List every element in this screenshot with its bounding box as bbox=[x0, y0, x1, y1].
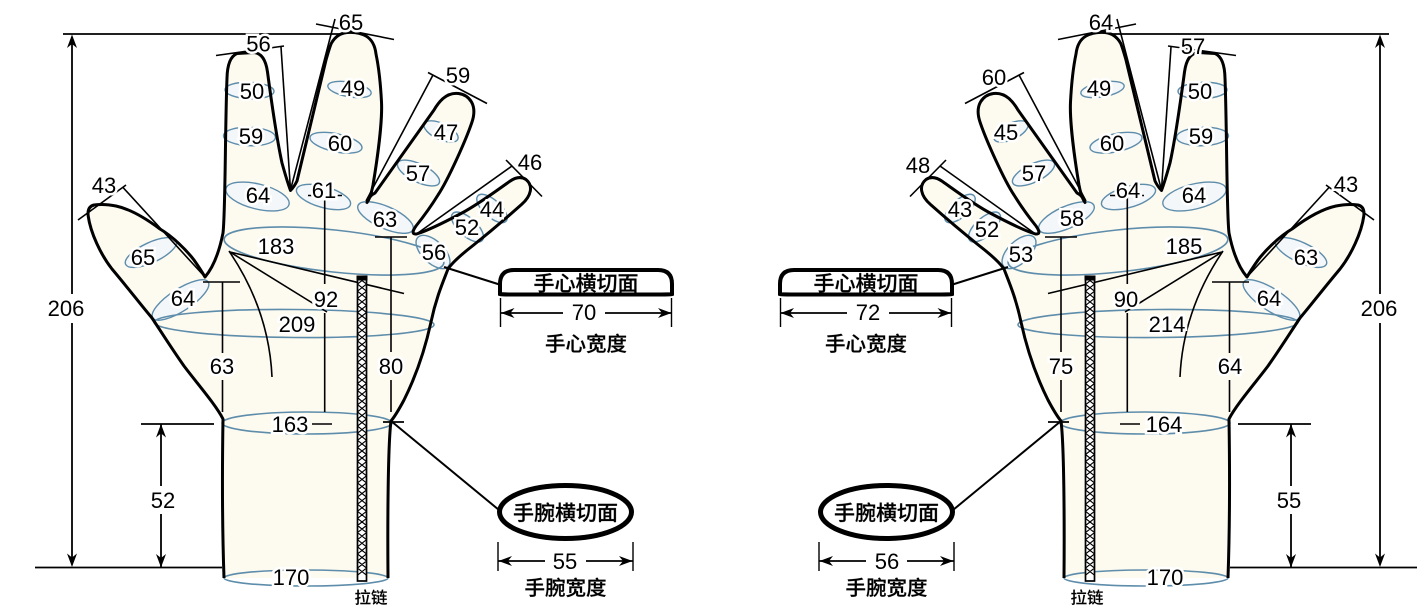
svg-text:164: 164 bbox=[1146, 412, 1183, 437]
svg-text:57: 57 bbox=[1022, 161, 1046, 186]
svg-text:48: 48 bbox=[906, 153, 930, 178]
svg-text:43: 43 bbox=[92, 173, 116, 198]
svg-text:53: 53 bbox=[1009, 242, 1033, 267]
svg-text:75: 75 bbox=[1049, 354, 1073, 379]
svg-text:52: 52 bbox=[455, 215, 479, 240]
svg-text:64: 64 bbox=[246, 183, 270, 208]
svg-text:56: 56 bbox=[422, 240, 446, 265]
svg-text:65: 65 bbox=[339, 10, 363, 35]
svg-text:46: 46 bbox=[518, 150, 542, 175]
svg-text:64: 64 bbox=[1218, 354, 1242, 379]
svg-text:92: 92 bbox=[314, 287, 338, 312]
svg-text:60: 60 bbox=[328, 131, 352, 156]
svg-text:64: 64 bbox=[171, 286, 195, 311]
svg-text:214: 214 bbox=[1149, 312, 1186, 337]
svg-text:52: 52 bbox=[151, 488, 175, 513]
svg-text:183: 183 bbox=[258, 234, 295, 259]
svg-text:56: 56 bbox=[246, 31, 270, 56]
svg-text:60: 60 bbox=[1100, 131, 1124, 156]
svg-text:52: 52 bbox=[975, 217, 999, 242]
svg-text:206: 206 bbox=[1361, 296, 1398, 321]
svg-text:64: 64 bbox=[1257, 286, 1281, 311]
svg-text:50: 50 bbox=[1188, 79, 1212, 104]
svg-text:185: 185 bbox=[1166, 234, 1203, 259]
svg-text:49: 49 bbox=[1087, 76, 1111, 101]
svg-text:56: 56 bbox=[875, 549, 899, 574]
svg-text:63: 63 bbox=[373, 207, 397, 232]
svg-text:55: 55 bbox=[553, 549, 577, 574]
svg-text:45: 45 bbox=[994, 120, 1018, 145]
svg-text:170: 170 bbox=[273, 565, 310, 590]
svg-text:65: 65 bbox=[131, 245, 155, 270]
svg-text:70: 70 bbox=[572, 300, 596, 325]
svg-text:50: 50 bbox=[240, 79, 264, 104]
svg-text:209: 209 bbox=[279, 312, 316, 337]
svg-text:80: 80 bbox=[379, 354, 403, 379]
svg-text:63: 63 bbox=[210, 354, 234, 379]
svg-text:64: 64 bbox=[1182, 183, 1206, 208]
svg-text:60: 60 bbox=[982, 65, 1006, 90]
svg-text:61: 61 bbox=[312, 178, 336, 203]
svg-text:57: 57 bbox=[406, 161, 430, 186]
svg-text:90: 90 bbox=[1114, 287, 1138, 312]
svg-text:206: 206 bbox=[48, 296, 85, 321]
svg-text:72: 72 bbox=[856, 300, 880, 325]
svg-text:64: 64 bbox=[1116, 178, 1140, 203]
svg-text:58: 58 bbox=[1060, 206, 1084, 231]
svg-text:59: 59 bbox=[446, 63, 470, 88]
svg-text:55: 55 bbox=[1277, 488, 1301, 513]
svg-text:43: 43 bbox=[1334, 172, 1358, 197]
svg-text:47: 47 bbox=[434, 120, 458, 145]
svg-text:63: 63 bbox=[1294, 245, 1318, 270]
svg-text:170: 170 bbox=[1147, 565, 1184, 590]
svg-text:44: 44 bbox=[480, 197, 504, 222]
svg-text:43: 43 bbox=[948, 197, 972, 222]
svg-text:59: 59 bbox=[1189, 124, 1213, 149]
svg-text:64: 64 bbox=[1089, 10, 1113, 35]
svg-text:49: 49 bbox=[341, 76, 365, 101]
svg-text:59: 59 bbox=[239, 124, 263, 149]
svg-text:57: 57 bbox=[1181, 34, 1205, 59]
svg-text:163: 163 bbox=[272, 412, 309, 437]
